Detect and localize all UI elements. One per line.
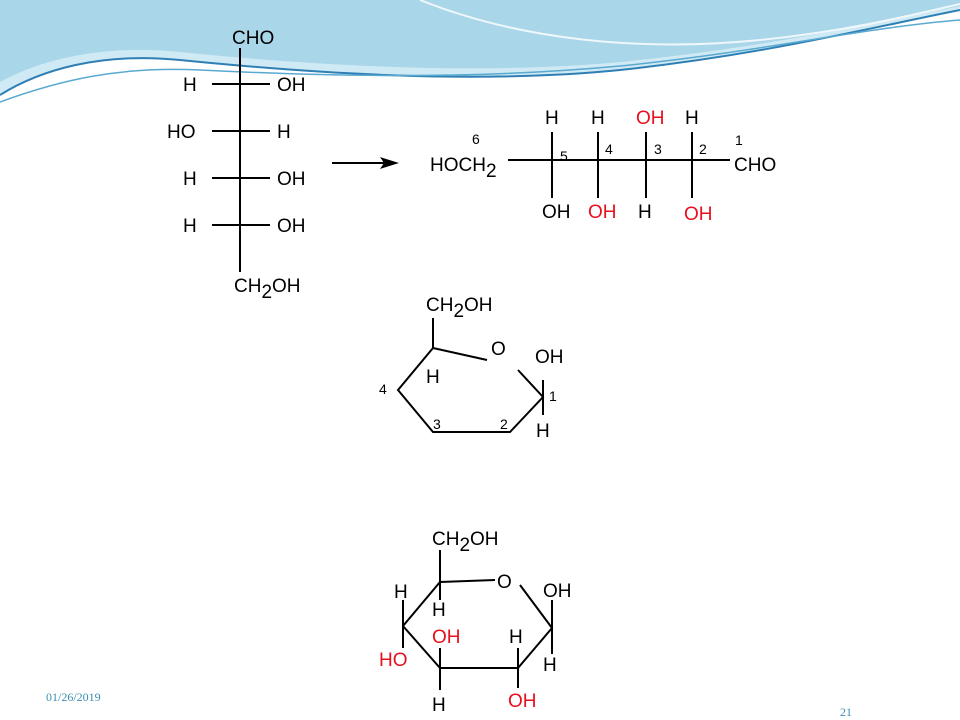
carbon-number: 3 [433,416,441,432]
chain-top-label: H [545,108,559,129]
carbon-number: 5 [560,148,568,164]
c2-h-label: H [509,627,523,648]
carbon-number: 2 [699,141,707,157]
carbon-number: 1 [549,388,557,404]
carbon-number: 1 [735,132,743,148]
fischer-top-label: CHO [232,28,274,49]
ring-oxygen-label: O [497,572,512,593]
carbon-number: 3 [654,141,662,157]
chain-bottom-label: OH [542,202,571,223]
fischer-right-label: OH [277,216,306,237]
haworth-structure: CH2OH O OH H H H HO OH H H OH [379,529,572,716]
chain-bottom-label: OH [588,202,617,223]
fischer-right-label: OH [277,169,306,190]
chain-bottom-label: OH [684,204,713,225]
c3-h-label: H [432,695,446,716]
c5-h-label: H [426,367,440,388]
c3-oh-label: OH [432,627,461,648]
carbon-number: 6 [472,131,480,147]
carbon-number: 4 [379,381,387,397]
carbon-number: 2 [500,416,508,432]
ch2oh-label: CH2OH [426,295,493,322]
c1-h-label: H [543,655,557,676]
fischer-left-label: HO [167,122,196,143]
ring-oxygen-label: O [491,339,506,360]
c2-oh-label: OH [508,691,537,712]
chain-top-label: H [591,108,605,129]
fischer-right-label: H [277,122,291,143]
fischer-bottom-label: CH2OH [234,276,301,303]
footer-date: 01/26/2019 [46,690,101,704]
fischer-left-label: H [183,75,197,96]
page-number: 21 [840,705,852,719]
c1-oh-label: OH [543,581,572,602]
anomeric-oh-label: OH [535,347,564,368]
ring-structure-1: CH2OH O OH H H 4 3 2 1 [379,295,564,442]
c4-ho-label: HO [379,650,408,671]
fischer-right-label: OH [277,75,306,96]
header-wave-decoration [0,0,960,103]
c1-h-label: H [536,421,550,442]
chain-left-label: HOCH2 [430,155,497,182]
c4-h-label: H [394,582,408,603]
chain-top-label: OH [636,108,665,129]
carbon-number: 4 [605,141,613,157]
open-chain-structure: HOCH2 CHO 6 5 4 3 2 1 H H OH H OH OH H O… [430,108,776,225]
chain-right-label: CHO [734,155,776,176]
chain-bottom-label: H [638,202,652,223]
fischer-left-label: H [183,169,197,190]
reaction-arrow [332,157,399,169]
c5-h-label: H [432,600,446,621]
chain-top-label: H [685,108,699,129]
ch2oh-label: CH2OH [432,529,499,556]
fischer-left-label: H [183,216,197,237]
fischer-projection: CHO H OH HO H H OH H OH CH2OH [167,28,306,303]
